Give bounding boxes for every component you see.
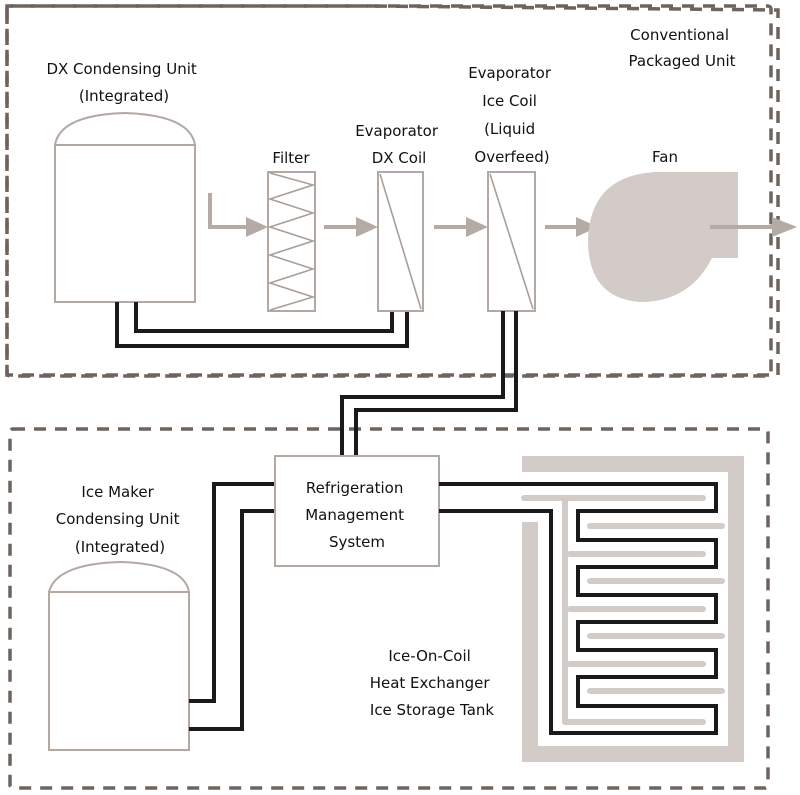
refrigeration-management-system: Refrigeration Management System bbox=[274, 455, 440, 567]
dx-refrigerant-pipes bbox=[115, 302, 409, 348]
label-fan: Fan bbox=[652, 148, 678, 166]
filter bbox=[267, 171, 316, 312]
label-ice-maker-condensing-unit: Ice Maker Condensing Unit (Integrated) bbox=[56, 483, 185, 556]
ice-storage-tank bbox=[439, 456, 744, 762]
ice-coil-refrigerant-pipes bbox=[340, 311, 518, 456]
ice-storage-system-boundary bbox=[8, 427, 770, 790]
section-title-conventional-packaged-unit: Conventional Packaged Unit bbox=[629, 26, 736, 70]
label-evaporator-ice-coil: Evaporator Ice Coil (Liquid Overfeed) bbox=[468, 64, 556, 166]
evaporator-ice-coil bbox=[487, 171, 536, 312]
label-evaporator-dx-coil: Evaporator DX Coil bbox=[355, 122, 443, 167]
fan bbox=[588, 172, 797, 302]
label-filter: Filter bbox=[272, 149, 310, 167]
label-ice-storage-tank: Ice-On-Coil Heat Exchanger Ice Storage T… bbox=[370, 647, 495, 719]
conventional-packaged-unit-boundary-frame bbox=[5, 4, 773, 378]
airflow-arrows bbox=[208, 193, 598, 237]
label-dx-condensing-unit: DX Condensing Unit (Integrated) bbox=[46, 60, 201, 105]
svg-text:Refrigeration Management: Refrigeration Management System bbox=[305, 479, 409, 551]
dx-condensing-unit bbox=[53, 111, 197, 303]
evaporator-dx-coil bbox=[377, 171, 424, 312]
ice-maker-refrigerant-pipes bbox=[189, 482, 275, 731]
ice-coil-serpentine bbox=[439, 482, 718, 735]
ice-maker-condensing-unit bbox=[47, 560, 191, 751]
